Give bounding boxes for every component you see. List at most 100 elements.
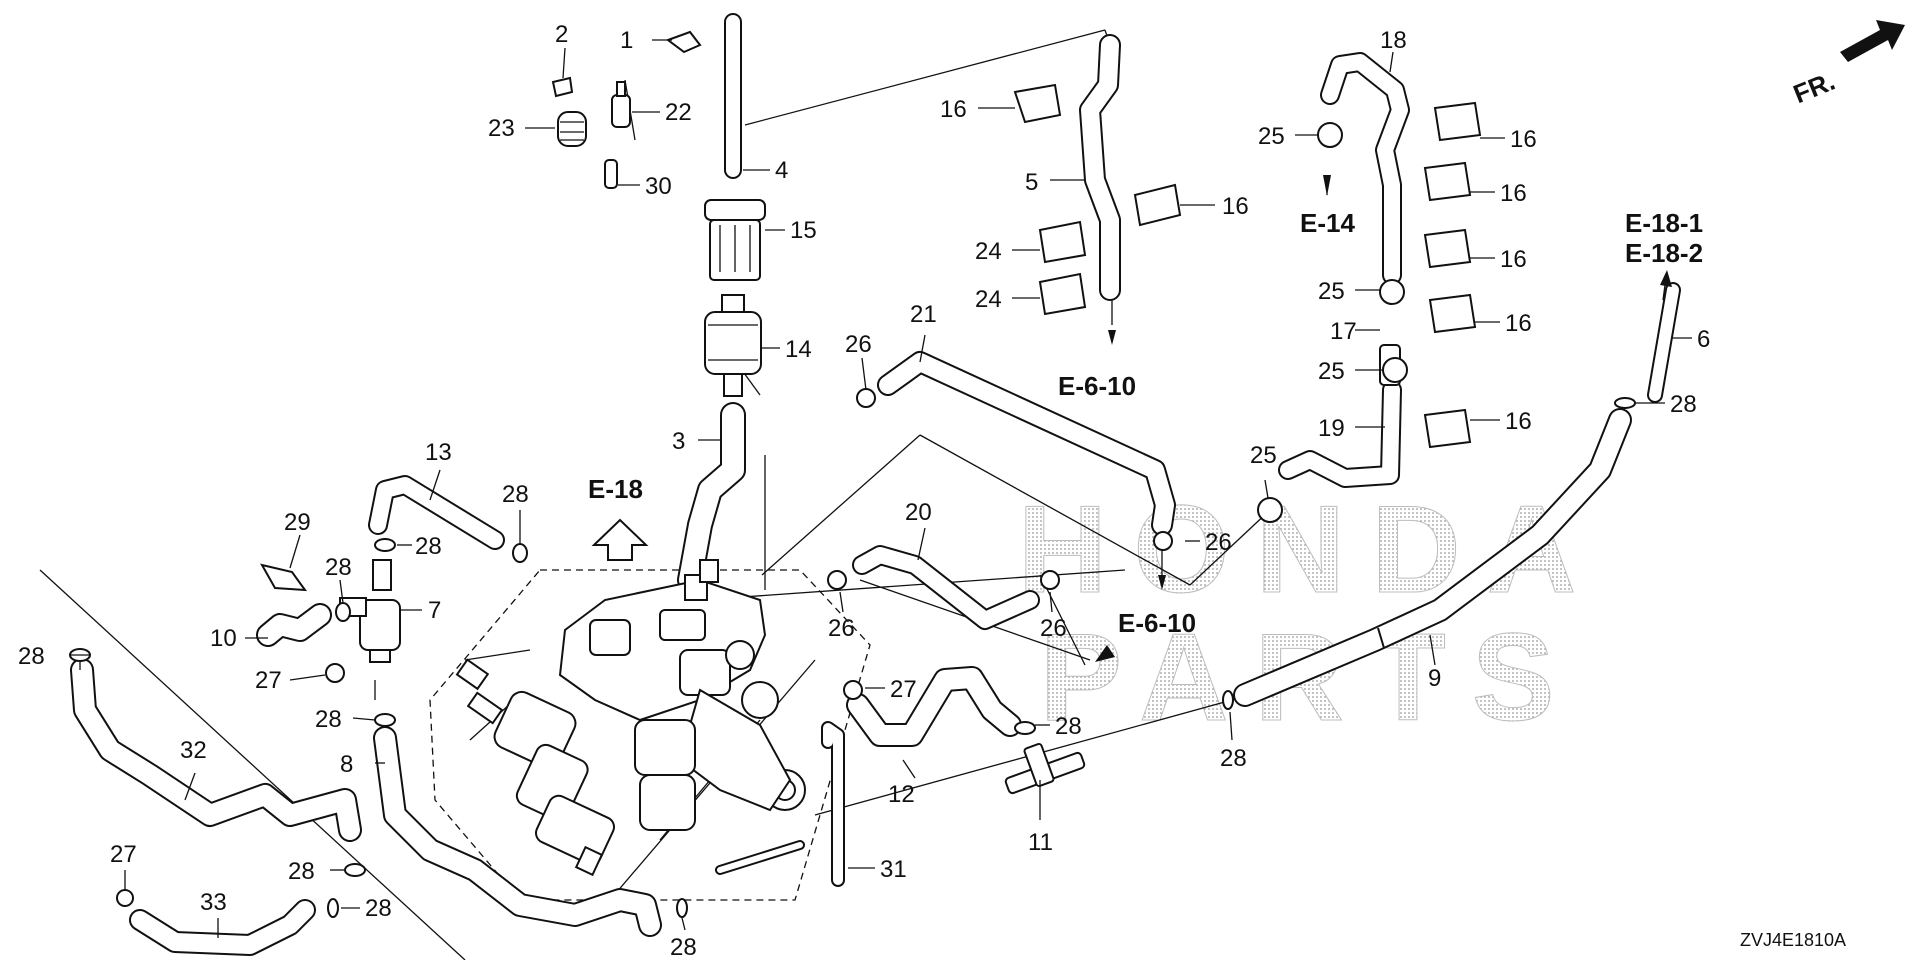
callout-28-j: 28 (365, 895, 392, 922)
callout-5: 5 (1025, 169, 1038, 196)
callout-4: 4 (775, 157, 788, 184)
direction-label: FR. (1789, 66, 1839, 110)
callout-6: 6 (1697, 326, 1710, 353)
section-references: E-18 E-14 E-6-10 E-6-10 E-18-1 E-18-2 (588, 208, 1703, 638)
part-22 (611, 94, 631, 128)
carburetor-assembly (455, 559, 806, 877)
hoses (70, 13, 1681, 956)
callout-26-a: 26 (845, 331, 872, 358)
callout-23: 23 (488, 115, 515, 142)
callout-24-a: 24 (975, 238, 1002, 265)
callout-22: 22 (665, 99, 692, 126)
part-11-t-joint (1004, 742, 1086, 795)
up-arrow-icon (591, 518, 649, 561)
callout-28-a: 28 (1670, 391, 1697, 418)
callout-30: 30 (645, 173, 672, 200)
ref-e14: E-14 (1300, 208, 1355, 238)
callout-17: 17 (1330, 318, 1357, 345)
callout-16-b: 16 (1222, 193, 1249, 220)
part-30 (604, 159, 618, 189)
callout-28-b: 28 (502, 481, 529, 508)
watermark: HONDA PARTS (1017, 481, 1603, 748)
callout-27-c: 27 (110, 841, 137, 868)
callout-28-g: 28 (288, 858, 315, 885)
callout-10: 10 (210, 625, 237, 652)
clamp-27-c (116, 889, 134, 907)
ref-e18-1: E-18-1 (1625, 208, 1703, 238)
clips-16 (1013, 83, 1482, 449)
part-14-fuel-filter (704, 294, 762, 397)
parts (69, 30, 1636, 918)
callout-8: 8 (340, 751, 353, 778)
callout-16-f: 16 (1505, 310, 1532, 337)
callout-25-a: 25 (1258, 123, 1285, 150)
part-1-clip (665, 30, 702, 54)
callout-16-e: 16 (1500, 246, 1527, 273)
callout-18: 18 (1380, 27, 1407, 54)
callout-33: 33 (200, 889, 227, 916)
clamps-25 (1257, 122, 1408, 523)
callout-25-c: 25 (1318, 358, 1345, 385)
part-7-fitting (339, 559, 401, 663)
callout-9: 9 (1428, 665, 1441, 692)
callout-28-c: 28 (415, 533, 442, 560)
callout-26-c: 26 (828, 615, 855, 642)
ref-e18-2: E-18-2 (1625, 238, 1703, 268)
callout-19: 19 (1318, 415, 1345, 442)
clamps-26 (827, 388, 1173, 590)
ref-e6-10-mid: E-6-10 (1118, 608, 1196, 638)
arrows (591, 175, 1672, 662)
assembly-outline (429, 569, 871, 901)
front-direction-arrow: FR. (1789, 20, 1905, 109)
callout-16-a: 16 (940, 96, 967, 123)
callout-24-b: 24 (975, 286, 1002, 313)
callout-28-i: 28 (1220, 745, 1247, 772)
callout-25-b: 25 (1318, 278, 1345, 305)
clamp-27-a (325, 663, 345, 683)
callout-29: 29 (284, 509, 311, 536)
ref-e18: E-18 (588, 474, 643, 504)
part-15-filter-cup (704, 199, 766, 281)
callout-13: 13 (425, 439, 452, 466)
callout-21: 21 (910, 301, 937, 328)
part-23 (557, 111, 587, 147)
callout-26-d: 26 (1040, 615, 1067, 642)
watermark-line-1: HONDA (1018, 481, 1603, 619)
callout-28-e: 28 (315, 706, 342, 733)
callout-27-b: 27 (890, 676, 917, 703)
callout-25-d: 25 (1250, 442, 1277, 469)
diagram-code: ZVJ4E1810A (1740, 930, 1846, 950)
callout-26-b: 26 (1205, 529, 1232, 556)
callout-12: 12 (888, 781, 915, 808)
callout-7: 7 (428, 597, 441, 624)
clip-29 (260, 563, 308, 592)
callout-16-c: 16 (1510, 126, 1537, 153)
callout-32: 32 (180, 737, 207, 764)
callout-14: 14 (785, 336, 812, 363)
front-arrow-icon (1840, 20, 1905, 62)
part-2 (551, 76, 574, 98)
callout-27-a: 27 (255, 667, 282, 694)
callout-11: 11 (1028, 829, 1053, 856)
callout-1: 1 (620, 27, 633, 54)
clip-24-b (1038, 272, 1087, 316)
ref-e6-10-top: E-6-10 (1058, 371, 1136, 401)
callout-16-d: 16 (1500, 180, 1527, 207)
watermark-line-2: PARTS (1039, 609, 1580, 747)
callout-3: 3 (672, 428, 685, 455)
callout-16-g: 16 (1505, 408, 1532, 435)
callout-28-f: 28 (18, 643, 45, 670)
callout-31: 31 (880, 856, 907, 883)
part-22-stem (616, 81, 626, 97)
callout-28-k: 28 (670, 934, 697, 960)
callout-28-d: 28 (325, 554, 352, 581)
callout-15: 15 (790, 217, 817, 244)
callout-20: 20 (905, 499, 932, 526)
clip-24-a (1038, 220, 1087, 264)
callout-28-h: 28 (1055, 713, 1082, 740)
callout-2: 2 (555, 21, 568, 48)
callouts: 1 2 23 22 30 4 15 14 3 16 5 16 24 24 18 … (18, 21, 1710, 960)
clamp-27-b (843, 680, 863, 700)
